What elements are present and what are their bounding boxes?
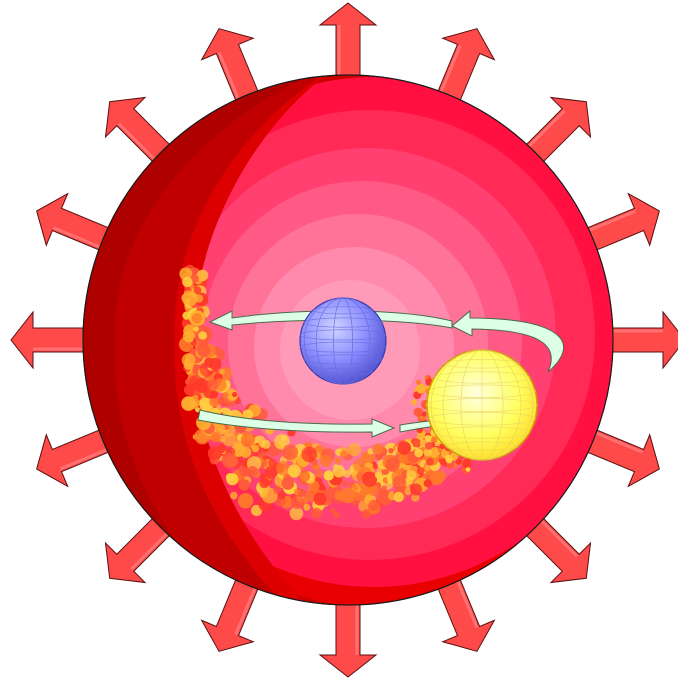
gas-particle bbox=[330, 508, 335, 513]
gas-particle bbox=[219, 369, 225, 375]
gas-particle bbox=[431, 437, 438, 444]
gas-particle bbox=[368, 500, 379, 511]
expansion-arrow bbox=[11, 312, 91, 368]
gas-particle bbox=[300, 471, 310, 481]
gas-particle bbox=[362, 472, 377, 487]
gas-particle bbox=[207, 379, 218, 390]
gas-particle bbox=[348, 443, 361, 456]
gas-particle bbox=[438, 448, 443, 453]
gas-particle bbox=[414, 449, 423, 458]
gas-particle bbox=[282, 444, 298, 460]
gas-particle bbox=[414, 408, 423, 417]
gas-particle bbox=[353, 485, 359, 491]
gas-particle bbox=[261, 440, 270, 449]
gas-particle bbox=[420, 440, 426, 446]
gas-particle bbox=[240, 447, 251, 458]
gas-particle bbox=[416, 384, 426, 394]
gas-particle bbox=[230, 492, 238, 500]
gas-particle bbox=[182, 277, 192, 287]
gas-particle bbox=[372, 444, 383, 455]
gas-particle bbox=[223, 392, 229, 398]
gas-particle bbox=[446, 456, 453, 463]
gas-particle bbox=[217, 444, 226, 453]
gas-particle bbox=[198, 331, 207, 340]
gas-particle bbox=[182, 312, 190, 320]
expansion-arrow bbox=[320, 3, 376, 83]
gas-particle bbox=[435, 471, 446, 482]
gas-particle bbox=[425, 465, 431, 471]
gas-particle bbox=[241, 433, 255, 447]
gas-particle bbox=[386, 458, 400, 472]
gas-particle bbox=[260, 474, 272, 486]
gas-particle bbox=[313, 492, 326, 505]
gas-particle bbox=[281, 435, 287, 441]
gas-particle bbox=[301, 447, 317, 463]
gas-particle bbox=[425, 442, 433, 450]
gas-particle bbox=[268, 459, 277, 468]
gas-particle bbox=[311, 508, 322, 519]
gas-particle bbox=[195, 294, 204, 303]
gas-particle bbox=[462, 459, 471, 468]
gas-particle bbox=[217, 398, 224, 405]
gas-particle bbox=[316, 470, 323, 477]
gas-particle bbox=[282, 477, 295, 490]
gas-particle bbox=[294, 489, 300, 495]
gas-particle bbox=[335, 457, 342, 464]
gas-particle bbox=[222, 453, 238, 469]
gas-particle bbox=[211, 432, 221, 442]
gas-particle bbox=[183, 330, 195, 342]
gas-particle bbox=[416, 380, 421, 385]
gas-particle bbox=[392, 476, 406, 490]
gas-particle bbox=[375, 472, 382, 479]
gas-particle bbox=[288, 464, 301, 477]
gas-particle bbox=[194, 287, 202, 295]
gas-particle bbox=[239, 479, 250, 490]
gas-particle bbox=[340, 450, 348, 458]
expansion-arrow bbox=[320, 597, 376, 677]
gas-particle bbox=[342, 481, 348, 487]
gas-particle bbox=[394, 492, 404, 502]
gas-particle bbox=[223, 433, 237, 447]
gas-particle bbox=[426, 458, 434, 466]
gas-particle bbox=[333, 465, 345, 477]
gas-particle bbox=[334, 491, 344, 501]
gas-particle bbox=[197, 344, 211, 358]
gas-particle bbox=[406, 470, 416, 480]
gas-particle bbox=[192, 381, 201, 390]
gas-particle bbox=[181, 396, 196, 411]
gas-particle bbox=[252, 445, 259, 452]
gas-particle bbox=[192, 313, 202, 323]
gas-particle bbox=[373, 464, 379, 470]
gas-particle bbox=[388, 448, 393, 453]
gas-particle bbox=[410, 484, 422, 496]
gas-particle bbox=[425, 435, 432, 442]
gas-particle bbox=[417, 467, 425, 475]
gas-particle bbox=[291, 495, 305, 509]
gas-particle bbox=[466, 467, 471, 472]
gas-particle bbox=[278, 492, 286, 500]
gas-particle bbox=[182, 353, 196, 367]
gas-particle bbox=[209, 397, 218, 406]
gas-particle bbox=[324, 470, 334, 480]
compact-star bbox=[300, 298, 386, 384]
gas-particle bbox=[226, 473, 238, 485]
companion-star bbox=[427, 350, 537, 460]
gas-particle bbox=[238, 493, 253, 508]
gas-particle bbox=[303, 504, 310, 511]
expansion-arrow bbox=[605, 312, 678, 368]
gas-particle bbox=[193, 326, 199, 332]
gas-particle bbox=[209, 358, 222, 371]
gas-particle bbox=[320, 455, 332, 467]
gas-particle bbox=[247, 466, 257, 476]
gas-particle bbox=[424, 479, 432, 487]
gas-particle bbox=[232, 392, 237, 397]
gas-particle bbox=[411, 399, 417, 405]
gas-particle bbox=[210, 390, 218, 398]
gas-particle bbox=[398, 441, 412, 455]
